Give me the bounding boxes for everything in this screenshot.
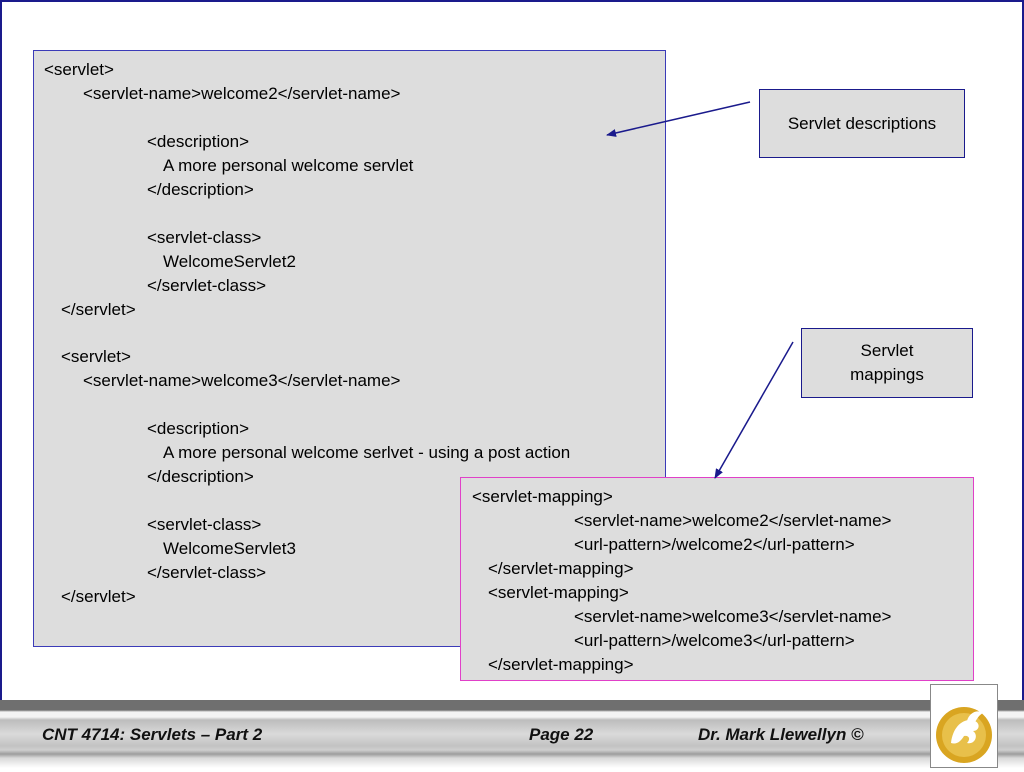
footer-bar bbox=[0, 700, 1024, 768]
code-line: <servlet-class> bbox=[147, 515, 262, 534]
footer-author: Dr. Mark Llewellyn © bbox=[698, 725, 864, 744]
code-line: WelcomeServlet2 bbox=[163, 252, 296, 271]
code-line: </servlet-mapping> bbox=[488, 655, 634, 674]
code-line: <servlet-name>welcome3</servlet-name> bbox=[574, 607, 892, 626]
code-line: A more personal welcome servlet bbox=[163, 156, 414, 175]
code-line: <servlet-mapping> bbox=[488, 583, 629, 602]
servlet-descriptions-callout: Servlet descriptions bbox=[759, 89, 965, 158]
code-line: <url-pattern>/welcome2</url-pattern> bbox=[574, 535, 855, 554]
code-line: <description> bbox=[147, 132, 250, 151]
code-line: <url-pattern>/welcome3</url-pattern> bbox=[574, 631, 855, 650]
code-line: <servlet-name>welcome2</servlet-name> bbox=[83, 84, 401, 103]
code-line: </servlet-class> bbox=[147, 276, 267, 295]
code-line: <servlet> bbox=[61, 347, 131, 366]
code-line: <servlet-mapping> bbox=[472, 487, 613, 506]
code-line: <servlet-name>welcome3</servlet-name> bbox=[83, 371, 401, 390]
footer-course-title: CNT 4714: Servlets – Part 2 bbox=[42, 725, 263, 744]
pegasus-logo-icon bbox=[930, 684, 998, 768]
code-line: </description> bbox=[147, 180, 254, 199]
code-line: </servlet> bbox=[61, 300, 136, 319]
code-line: </servlet> bbox=[61, 587, 136, 606]
slide-frame bbox=[0, 0, 1024, 702]
code-line: A more personal welcome serlvet - using … bbox=[163, 443, 571, 462]
code-line: <description> bbox=[147, 419, 250, 438]
code-line: <servlet> bbox=[44, 60, 114, 79]
servlet-mappings-box: <servlet-mapping> <servlet-name>welcome2… bbox=[460, 477, 974, 681]
code-line: WelcomeServlet3 bbox=[163, 539, 296, 558]
code-line: <servlet-class> bbox=[147, 228, 262, 247]
code-line: </servlet-class> bbox=[147, 563, 267, 582]
footer-page-number: Page 22 bbox=[529, 725, 594, 744]
code-line: </description> bbox=[147, 467, 254, 486]
servlet-mappings-callout: Servlet mappings bbox=[801, 328, 973, 398]
code-line: </servlet-mapping> bbox=[488, 559, 634, 578]
code-line: <servlet-name>welcome2</servlet-name> bbox=[574, 511, 892, 530]
